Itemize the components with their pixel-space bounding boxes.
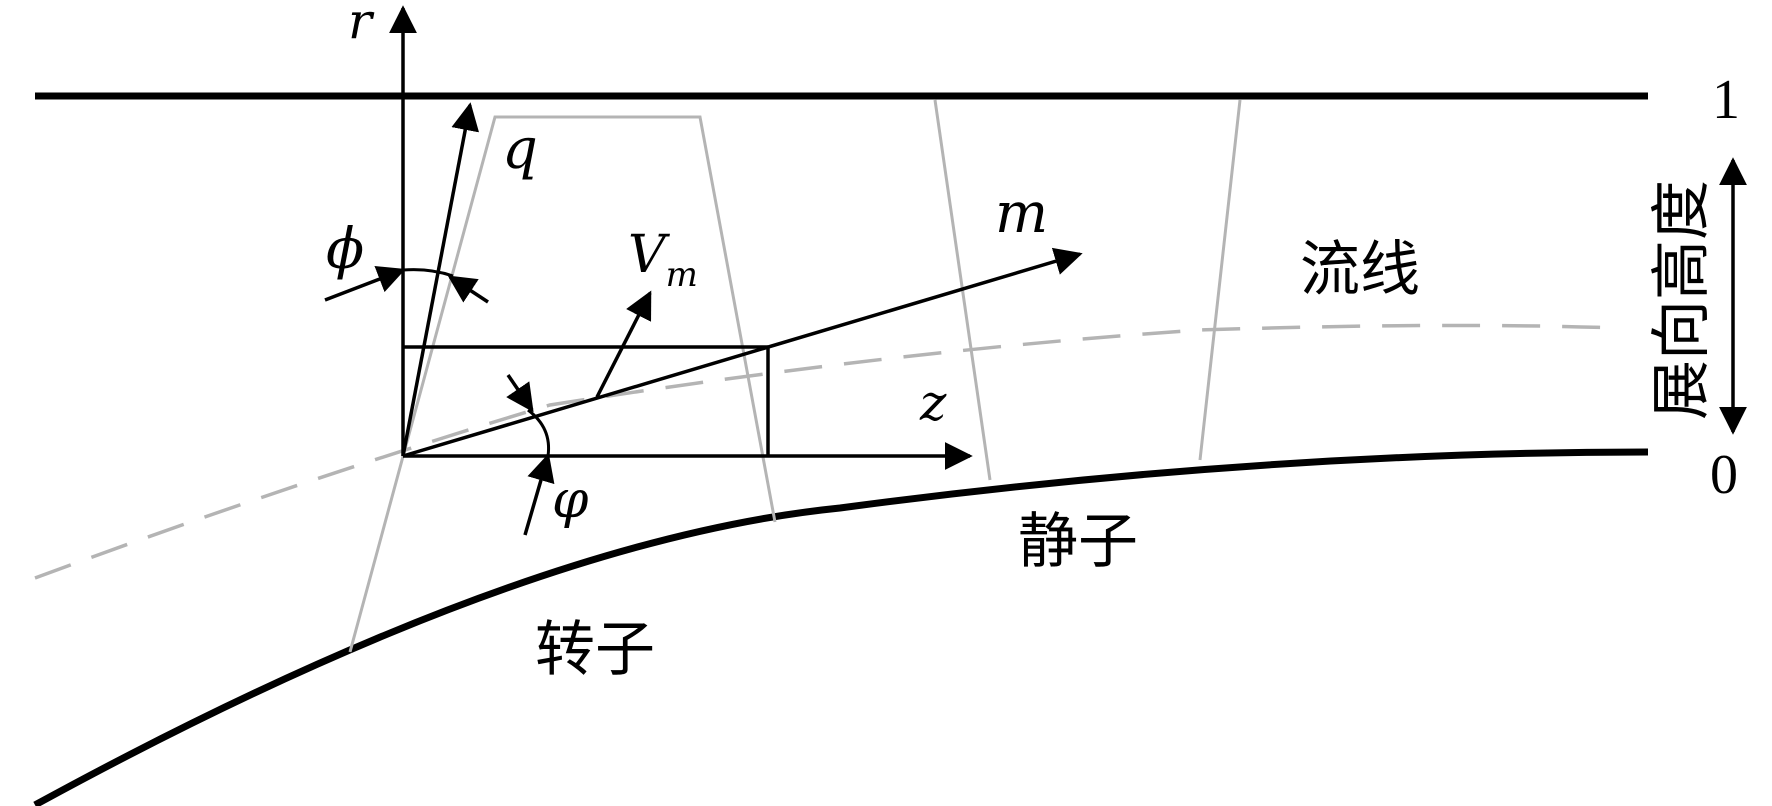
m-axis-label: m bbox=[995, 181, 1048, 246]
span-height-label: 展向高度 bbox=[1647, 180, 1717, 420]
rotor-label: 转子 bbox=[535, 615, 655, 685]
phi-lower-arrow-bottom bbox=[523, 453, 555, 536]
phi-lower-label: φ bbox=[552, 470, 589, 530]
phi-upper-arrow-right bbox=[447, 275, 489, 304]
phi-upper-arrow-left bbox=[324, 265, 406, 302]
hub-curve bbox=[33, 448, 1649, 806]
span-top-label: 1 bbox=[1712, 69, 1740, 131]
span-bottom-label: 0 bbox=[1710, 444, 1738, 506]
m-axis-arrow bbox=[402, 247, 1083, 458]
stator-label: 静子 bbox=[1018, 507, 1138, 577]
q-axis-label: q bbox=[502, 117, 538, 182]
z-axis-label: z bbox=[919, 374, 947, 432]
stator-trailing-edge bbox=[1198, 99, 1242, 461]
phi-upper-arc bbox=[402, 268, 454, 278]
vm-arrow bbox=[595, 290, 652, 398]
vm-label: Vm bbox=[628, 225, 698, 295]
phi-upper-label: ϕ bbox=[326, 217, 364, 282]
streamline-label: 流线 bbox=[1300, 235, 1420, 305]
r-axis-label: r bbox=[348, 0, 375, 50]
phi-lower-arc bbox=[527, 408, 551, 457]
streamline-dashed bbox=[34, 323, 1619, 580]
rotor-blade-outline bbox=[348, 115, 777, 653]
phi-lower-arrow-top bbox=[506, 374, 534, 413]
q-axis-arrow bbox=[401, 102, 480, 457]
